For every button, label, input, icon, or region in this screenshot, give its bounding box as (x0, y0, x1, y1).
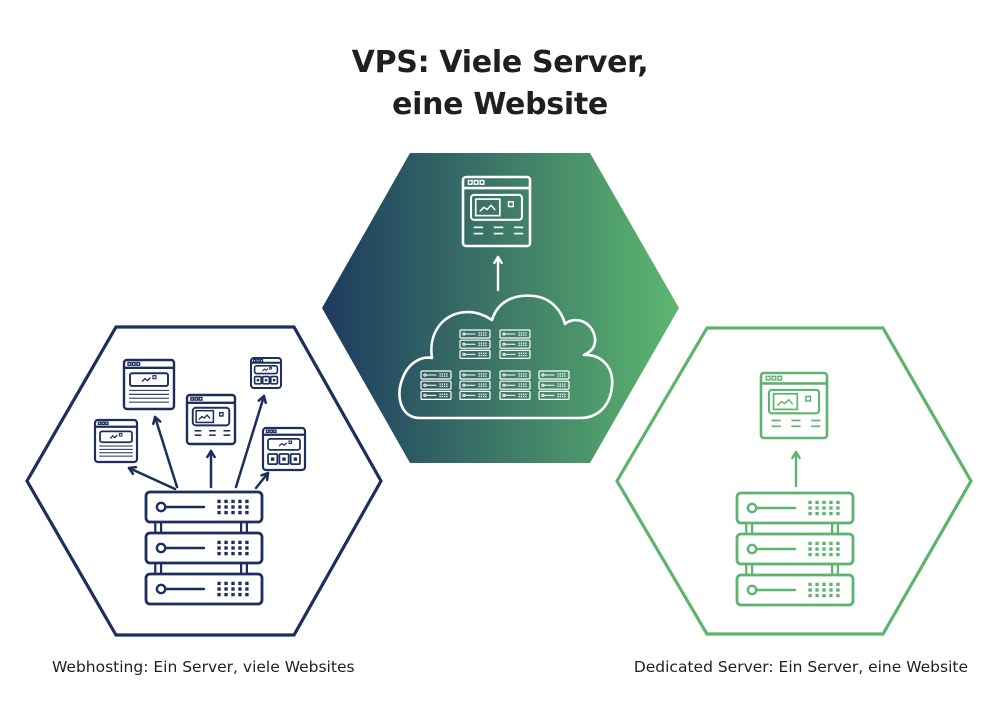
server-cluster-icon (420, 329, 570, 400)
button-square-icon (269, 375, 279, 385)
window-dot-icon (777, 375, 783, 381)
hexagon-outline (25, 325, 383, 637)
website-icon (93, 418, 139, 464)
arrow-icon (791, 450, 801, 488)
button-square-icon (267, 453, 279, 466)
window-dot-icon (194, 396, 199, 401)
window-dot-icon (101, 421, 105, 426)
window-dot-icon (259, 358, 264, 363)
server-unit-icon (459, 370, 491, 380)
server-unit-icon (735, 573, 855, 607)
dedicated-server-hexagon (615, 326, 973, 636)
window-dot-icon (265, 429, 270, 434)
server-unit-icon (144, 531, 264, 565)
webhosting-caption: Webhosting: Ein Server, viele Websites (52, 658, 355, 676)
diagram-title: VPS: Viele Server, eine Website (0, 42, 1000, 126)
website-icon (122, 358, 176, 411)
arrow-icon (234, 394, 267, 489)
title-line-1: VPS: Viele Server, (351, 45, 649, 80)
window-dot-icon (273, 429, 277, 434)
window-dot-icon (198, 396, 203, 401)
image-icon (253, 364, 279, 375)
window-dot-icon (467, 179, 473, 185)
server-unit-icon (420, 390, 452, 400)
server-unit-icon (459, 380, 491, 390)
webhosting-hexagon (25, 325, 383, 637)
website-icon (250, 357, 282, 389)
server-unit-icon (538, 380, 570, 390)
server-unit-icon (144, 572, 264, 606)
server-unit-icon (499, 329, 531, 339)
button-square-icon (253, 375, 263, 385)
window-dot-icon (252, 358, 257, 363)
server-unit-icon (144, 490, 264, 524)
button-square-icon (278, 453, 290, 466)
server-rack-icon (735, 491, 855, 607)
website-icon (461, 175, 532, 248)
server-unit-icon (420, 380, 452, 390)
server-unit-icon (499, 380, 531, 390)
server-unit-icon (459, 329, 491, 339)
window-dot-icon (269, 429, 273, 434)
server-unit-icon (499, 339, 531, 349)
arrow-icon (493, 255, 503, 292)
window-dot-icon (771, 375, 777, 381)
server-unit-icon (538, 370, 570, 380)
hexagon-outline (615, 326, 973, 636)
window-dot-icon (97, 421, 102, 426)
window-dot-icon (105, 421, 109, 426)
window-dot-icon (127, 361, 132, 366)
window-dot-icon (190, 396, 195, 401)
arrow-icon (206, 449, 216, 489)
title-line-2: eine Website (392, 87, 608, 122)
server-unit-icon (735, 532, 855, 566)
server-unit-icon (499, 349, 531, 359)
window-dot-icon (256, 358, 260, 363)
window-dot-icon (473, 179, 479, 185)
server-unit-icon (420, 370, 452, 380)
arrow-icon (254, 471, 270, 490)
cloud-icon (398, 294, 614, 420)
server-unit-icon (538, 390, 570, 400)
image-icon (267, 438, 301, 451)
dedicated-server-caption: Dedicated Server: Ein Server, eine Websi… (633, 658, 968, 676)
server-unit-icon (459, 390, 491, 400)
server-rack-icon (144, 490, 264, 606)
server-unit-icon (499, 370, 531, 380)
image-icon (195, 409, 215, 424)
website-icon (185, 393, 237, 446)
window-dot-icon (131, 361, 136, 366)
server-unit-icon (459, 339, 491, 349)
image-icon (129, 372, 169, 387)
button-square-icon (289, 453, 301, 466)
website-icon (759, 371, 829, 440)
hexagon-filled (322, 153, 679, 463)
vps-hexagon (322, 153, 679, 463)
window-dot-icon (765, 375, 771, 381)
arrow-icon (152, 415, 179, 489)
button-square-icon (261, 375, 271, 385)
website-icon (261, 426, 307, 472)
server-unit-icon (499, 390, 531, 400)
window-dot-icon (136, 361, 141, 366)
arrow-icon (127, 465, 177, 491)
image-icon (99, 430, 133, 444)
server-unit-icon (459, 349, 491, 359)
server-unit-icon (735, 491, 855, 525)
window-dot-icon (479, 179, 485, 185)
image-icon (772, 392, 799, 411)
image-icon (474, 198, 501, 217)
